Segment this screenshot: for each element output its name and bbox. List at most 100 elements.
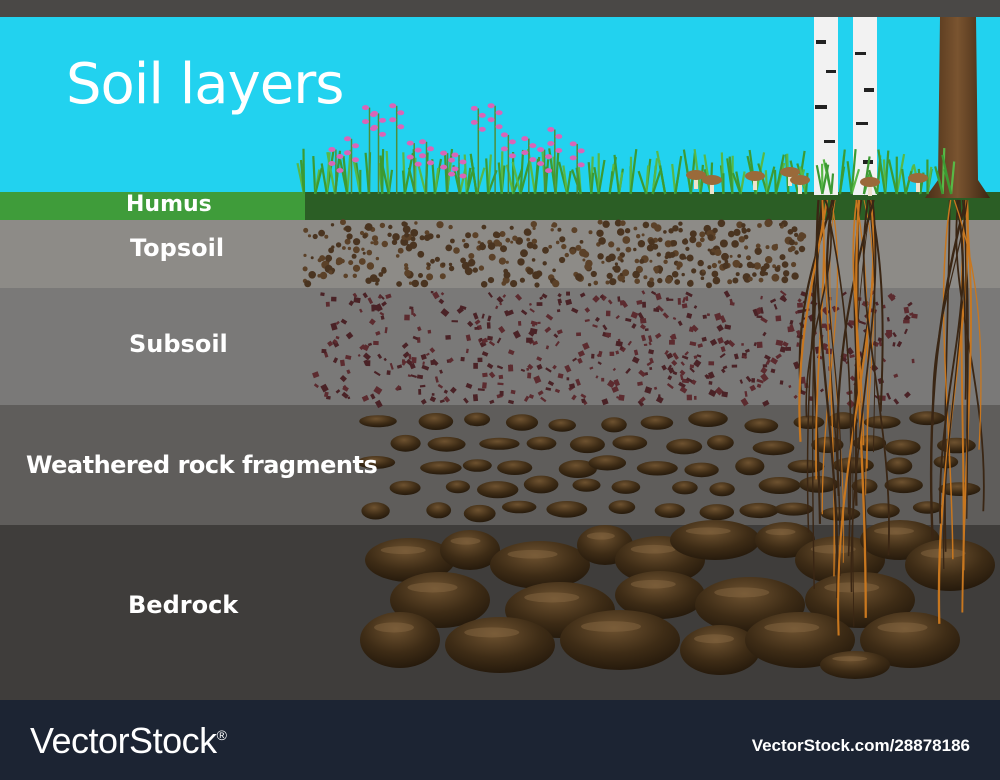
grass-and-flowers [296,103,956,195]
subsoil-chip [408,354,412,360]
subsoil-chip [686,312,693,319]
subsoil-chip [577,350,585,358]
grass-blade [671,163,677,195]
flower-petal [352,143,359,149]
topsoil-particle [700,276,705,281]
subsoil-chip [650,290,657,296]
flower-petal [521,136,529,142]
subsoil-chip [496,365,504,370]
subsoil-chip [527,372,532,379]
rock-fragment [608,500,636,514]
grass-blade [379,157,390,195]
subsoil-chip [396,364,403,369]
flower-petal [328,147,336,152]
flower-petal [451,166,459,172]
subsoil-chip [822,342,829,349]
topsoil-particle [569,248,576,255]
topsoil-particle [665,276,673,284]
subsoil-chip [681,355,689,360]
subsoil-chip [656,305,664,312]
subsoil-chip [536,302,543,306]
root [961,199,972,613]
topsoil-particle [445,244,453,252]
top-frame [0,0,1000,17]
flower-petal [440,164,448,170]
mushroom-stem [916,178,920,192]
subsoil-chip [594,316,600,323]
subsoil-chip [745,375,752,383]
topsoil-particle [711,262,718,269]
topsoil-particle [771,273,780,282]
subsoil-chip [625,317,632,322]
topsoil-particle [439,273,446,280]
boulder-highlight [380,546,426,555]
subsoil-chip [496,337,502,344]
subsoil-chip [327,340,334,347]
flower-petal [344,136,351,142]
boulder-highlight [764,622,820,633]
topsoil-particle [404,263,409,268]
topsoil-particle [478,265,485,271]
subsoil-chip [368,318,376,326]
subsoil-chip [723,339,731,346]
topsoil-particle [643,275,648,280]
topsoil-particle [480,281,488,288]
subsoil-chip [518,321,522,326]
topsoil-particle [358,258,366,265]
topsoil-particle [450,238,455,244]
topsoil-particle [379,222,386,229]
subsoil-chip [846,322,854,329]
topsoil-particle [757,223,762,228]
subsoil-chip [708,381,713,385]
bedrock-boulder [365,538,455,582]
grass-blade [901,168,907,195]
boulder-highlight [581,621,641,632]
topsoil-particle [641,233,645,237]
subsoil-chip [487,292,493,298]
topsoil-particle [312,233,318,240]
bedrock-boulder [490,541,590,589]
subsoil-chip [849,375,856,382]
subsoil-chip [627,340,632,346]
subsoil-chip [601,295,607,302]
subsoil-chip [633,349,639,356]
topsoil-particle [462,238,466,243]
label-bedrock: Bedrock [128,591,239,619]
topsoil-particle [534,282,540,288]
topsoil-particle [330,223,335,227]
topsoil-particle [347,246,352,251]
root [932,199,968,426]
subsoil-chip [320,383,329,393]
subsoil-chip [497,382,504,386]
subsoil-chip [639,396,646,403]
boulder-highlight [810,544,856,554]
topsoil-particle [728,230,735,238]
subsoil-chip [584,307,591,313]
topsoil-particle [303,227,309,233]
subsoil-chip [686,394,692,401]
rock-fragment [739,502,779,519]
subsoil-chip [756,315,763,319]
subsoil-chip [339,359,346,367]
topsoil-particle [689,230,697,238]
topsoil-particle [781,261,789,268]
subsoil-chip [762,364,768,368]
topsoil-particle [781,276,789,284]
rock-fragment [572,478,601,492]
topsoil-particle [699,231,706,238]
subsoil-chip [637,381,643,386]
topsoil-particle [686,254,694,262]
rock-fragment [546,501,588,518]
rock-fragment [464,412,491,427]
topsoil-particle [712,227,718,234]
topsoil-particle [542,261,547,266]
subsoil-chip [640,334,647,342]
subsoil-chip [596,353,601,358]
topsoil-particle [622,269,630,277]
flower-petal [362,105,369,111]
subsoil-chip [714,312,722,321]
subsoil-chip [741,354,748,359]
subsoil-chip [672,371,678,376]
topsoil-particle [647,280,655,288]
topsoil-particle [797,234,805,242]
